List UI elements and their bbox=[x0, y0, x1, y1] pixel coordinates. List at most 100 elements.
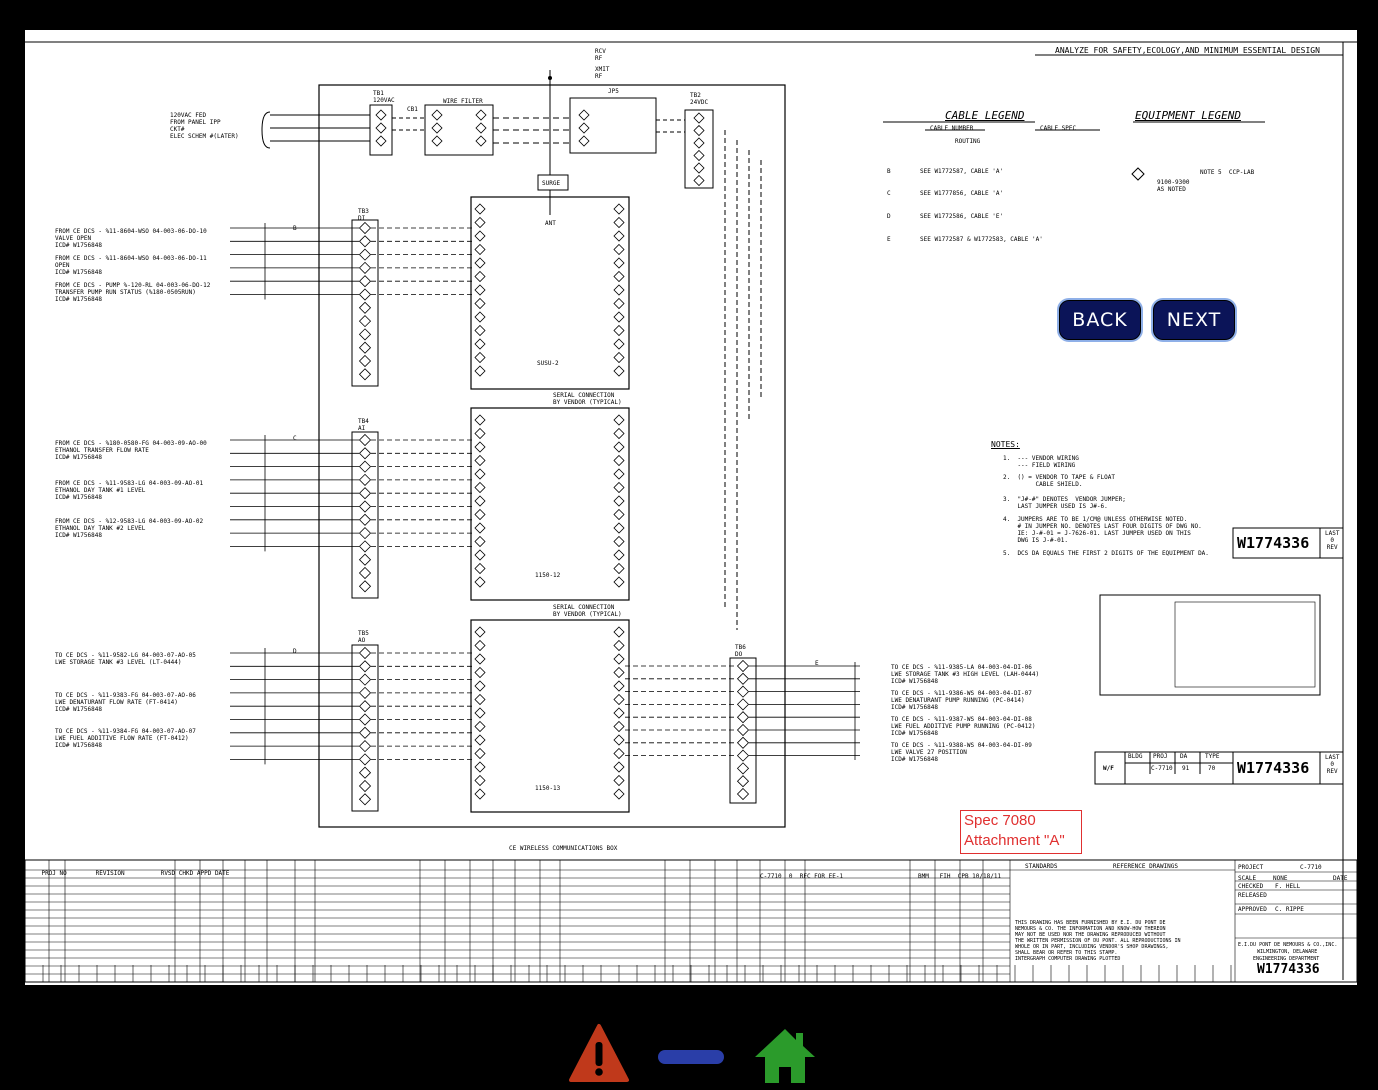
spec-line-2: Attachment "A" bbox=[964, 832, 1065, 849]
tb-bldg: BLDG bbox=[1128, 753, 1143, 760]
disclaimer: THIS DRAWING HAS BEEN FURNISHED BY E.I. … bbox=[1015, 920, 1181, 962]
note-1: 1. --- VENDOR WIRING --- FIELD WIRING bbox=[1003, 455, 1079, 469]
drawing-number-top: W1774336 bbox=[1237, 534, 1310, 552]
terminal-diamond bbox=[613, 351, 625, 364]
terminal-diamond bbox=[613, 761, 625, 773]
terminal-diamond bbox=[358, 301, 372, 314]
ant-label: ANT bbox=[545, 220, 556, 227]
back-button[interactable]: BACK bbox=[1057, 298, 1143, 342]
terminal-diamond bbox=[358, 315, 372, 328]
terminal-diamond bbox=[474, 257, 486, 269]
tb-da-val: 91 bbox=[1182, 765, 1190, 772]
terminal-diamond bbox=[474, 270, 486, 283]
tb-type-val: 70 bbox=[1208, 765, 1216, 772]
left-label-7: TO CE DCS - %11-9582-LG 04-003-07-AO-05 … bbox=[55, 652, 196, 666]
pb-dept: ENGINEERING DEPARTMENT bbox=[1253, 956, 1320, 962]
note-5: 5. DCS DA EQUALS THE FIRST 2 DIGITS OF T… bbox=[1003, 550, 1209, 557]
next-button[interactable]: NEXT bbox=[1151, 298, 1237, 342]
terminal-diamond bbox=[613, 468, 625, 480]
terminal-diamond bbox=[613, 508, 625, 521]
terminal-diamond bbox=[578, 109, 590, 121]
terminal-diamond bbox=[358, 487, 372, 500]
cable-spec-label: CABLE SPEC bbox=[1040, 125, 1077, 132]
terminal-diamond bbox=[613, 414, 625, 426]
tb5-label: TB5 AO bbox=[358, 630, 369, 644]
tb-type: TYPE bbox=[1205, 753, 1220, 760]
note-4: 4. JUMPERS ARE TO BE 1/CM@ UNLESS OTHERW… bbox=[1003, 516, 1202, 544]
terminal-diamond bbox=[358, 726, 372, 739]
left-label-4: FROM CE DCS - %180-0580-FG 04-003-09-AO-… bbox=[55, 440, 207, 461]
rev-header-1: PROJ NO REVISION RVSD CHKD APPD DATE bbox=[27, 863, 229, 884]
right-label-4: TO CE DCS - %11-9388-WS 04-003-04-DI-09 … bbox=[891, 742, 1032, 763]
terminal-diamond bbox=[474, 324, 486, 337]
terminal-diamond bbox=[358, 500, 372, 513]
terminal-diamond bbox=[358, 288, 372, 301]
terminal-diamond bbox=[474, 203, 486, 215]
terminal-diamond bbox=[358, 740, 372, 753]
terminal-diamond bbox=[613, 481, 625, 494]
terminal-diamond bbox=[693, 124, 705, 137]
terminal-diamond bbox=[358, 527, 372, 540]
terminal-diamond bbox=[736, 749, 750, 762]
terminal-diamond bbox=[358, 275, 372, 288]
terminal-diamond bbox=[375, 109, 387, 121]
terminal-diamond bbox=[474, 481, 486, 494]
terminal-diamond bbox=[474, 693, 486, 706]
terminal-diamond bbox=[474, 639, 486, 652]
terminal-diamond bbox=[613, 774, 625, 787]
terminal-diamond bbox=[358, 766, 372, 779]
terminal-diamond bbox=[613, 788, 625, 800]
terminal-diamond bbox=[613, 562, 625, 575]
terminal-diamond bbox=[474, 734, 486, 746]
terminal-diamond bbox=[358, 368, 372, 381]
minimize-icon[interactable] bbox=[658, 1050, 724, 1064]
rev-col-rvsd: RVSD bbox=[160, 870, 176, 877]
terminal-diamond bbox=[693, 112, 705, 124]
terminal-diamond bbox=[736, 685, 750, 698]
terminal-diamond bbox=[613, 270, 625, 283]
terminal-diamond bbox=[613, 653, 625, 665]
terminal-diamond bbox=[474, 351, 486, 364]
terminal-diamond bbox=[358, 540, 372, 553]
terminal-diamond bbox=[474, 508, 486, 521]
rcv-label: RCV RF bbox=[595, 48, 606, 62]
reference-label: REFERENCE DRAWINGS bbox=[1113, 863, 1179, 870]
terminal-diamond bbox=[475, 135, 487, 147]
box-label: CE WIRELESS COMMUNICATIONS BOX bbox=[509, 845, 618, 852]
left-label-9: TO CE DCS - %11-9384-FG 04-003-07-AO-07 … bbox=[55, 728, 196, 749]
terminal-diamond bbox=[474, 747, 486, 760]
terminal-diamond bbox=[358, 235, 372, 248]
terminal-diamond bbox=[474, 495, 486, 507]
terminal-diamond bbox=[474, 338, 486, 350]
terminal-diamond bbox=[474, 774, 486, 787]
terminal-diamond bbox=[475, 122, 487, 134]
spec-attachment-box: Spec 7080 Attachment "A" bbox=[960, 810, 1082, 854]
terminal-diamond bbox=[358, 686, 372, 699]
terminal-diamond bbox=[613, 693, 625, 706]
terminal-diamond bbox=[358, 646, 372, 660]
terminal-diamond bbox=[474, 441, 486, 453]
terminal-diamond bbox=[358, 553, 372, 566]
tb-da: DA bbox=[1180, 753, 1188, 760]
terminal-diamond bbox=[736, 762, 750, 775]
warning-icon[interactable] bbox=[568, 1022, 630, 1084]
terminal-diamond bbox=[358, 248, 372, 261]
terminal-diamond bbox=[474, 761, 486, 773]
left-label-1: FROM CE DCS - %11-8604-WSO 04-003-06-DO-… bbox=[55, 228, 207, 249]
right-label-1: TO CE DCS - %11-9385-LA 04-003-04-DI-06 … bbox=[891, 664, 1040, 685]
terminal-diamond bbox=[736, 787, 750, 801]
cable-legend-title: CABLE LEGEND bbox=[945, 109, 1025, 122]
bottom-nav-bar bbox=[0, 1022, 1378, 1090]
left-label-8: TO CE DCS - %11-9383-FG 04-003-07-AO-06 … bbox=[55, 692, 196, 713]
terminal-diamond bbox=[474, 653, 486, 665]
terminal-diamond bbox=[358, 221, 372, 235]
home-icon[interactable] bbox=[753, 1027, 817, 1083]
pb-project: PROJECT bbox=[1238, 864, 1264, 871]
terminal-diamond bbox=[474, 427, 486, 440]
terminal-diamond bbox=[736, 659, 750, 673]
terminal-diamond bbox=[736, 672, 750, 685]
terminal-diamond bbox=[358, 753, 372, 766]
terminal-diamond bbox=[474, 243, 486, 256]
terminal-diamond bbox=[578, 135, 590, 147]
pb-location: WILMINGTON, DELAWARE bbox=[1257, 949, 1318, 955]
